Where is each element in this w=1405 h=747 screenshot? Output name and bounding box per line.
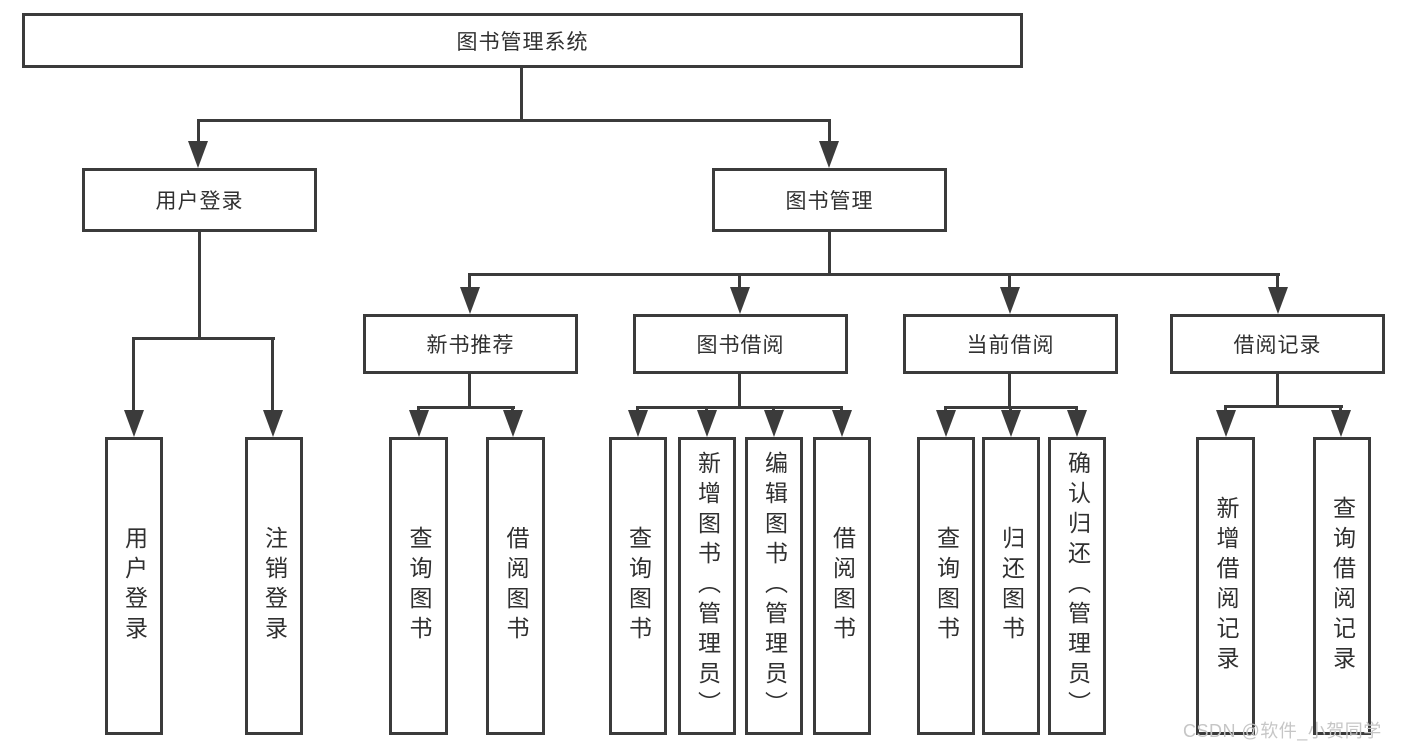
connector-line — [828, 232, 831, 276]
leaf-confirm-return-admin-label: 确认归还（管理员） — [1064, 451, 1091, 721]
watermark: CSDN @软件_小贺同学 — [1183, 721, 1382, 741]
node-current-borrow: 当前借阅 — [903, 314, 1118, 374]
node-book-management: 图书管理 — [712, 168, 947, 232]
leaf-query-books-recommend: 查询图书 — [389, 437, 448, 735]
leaf-return-book-label: 归还图书 — [998, 526, 1025, 646]
arrowhead-down-icon — [1216, 410, 1236, 437]
arrowhead-down-icon — [1331, 410, 1351, 437]
leaf-add-book-admin: 新增图书（管理员） — [678, 437, 736, 735]
arrowhead-down-icon — [188, 141, 208, 168]
leaf-user-login-label: 用户登录 — [121, 526, 148, 646]
leaf-edit-book-admin-label: 编辑图书（管理员） — [761, 451, 788, 721]
connector-line — [1008, 273, 1011, 292]
arrowhead-down-icon — [730, 287, 750, 314]
leaf-query-books-borrow-label: 查询图书 — [625, 526, 652, 646]
node-book-borrow-label: 图书借阅 — [696, 334, 785, 357]
arrowhead-down-icon — [832, 410, 852, 437]
arrowhead-down-icon — [1001, 410, 1021, 437]
connector-line — [132, 337, 275, 340]
connector-line — [271, 337, 274, 414]
leaf-query-books-current-label: 查询图书 — [933, 526, 960, 646]
arrowhead-down-icon — [697, 410, 717, 437]
arrowhead-down-icon — [409, 410, 429, 437]
connector-line — [738, 374, 741, 409]
leaf-user-login: 用户登录 — [105, 437, 163, 735]
arrowhead-down-icon — [460, 287, 480, 314]
connector-line — [1276, 374, 1279, 408]
arrowhead-down-icon — [628, 410, 648, 437]
connector-line — [1276, 273, 1279, 292]
leaf-query-borrow-record-label: 查询借阅记录 — [1329, 496, 1356, 676]
node-root-label: 图书管理系统 — [456, 30, 589, 54]
leaf-add-borrow-record-label: 新增借阅记录 — [1213, 496, 1239, 676]
connector-line — [417, 406, 515, 409]
connector-line — [1008, 374, 1011, 409]
connector-line — [468, 273, 471, 292]
leaf-add-borrow-record: 新增借阅记录 — [1196, 437, 1255, 735]
leaf-query-borrow-record: 查询借阅记录 — [1313, 437, 1371, 735]
connector-line — [197, 119, 831, 122]
arrowhead-down-icon — [764, 410, 784, 437]
connector-line — [1224, 405, 1343, 408]
connector-line — [468, 273, 1280, 276]
leaf-confirm-return-admin: 确认归还（管理员） — [1048, 437, 1106, 735]
leaf-logout: 注销登录 — [245, 437, 303, 735]
node-book-borrow: 图书借阅 — [633, 314, 848, 374]
node-root: 图书管理系统 — [22, 13, 1023, 68]
leaf-borrow-books-recommend: 借阅图书 — [486, 437, 545, 735]
arrowhead-down-icon — [819, 141, 839, 168]
connector-line — [197, 119, 200, 146]
node-current-borrow-label: 当前借阅 — [966, 334, 1055, 357]
leaf-return-book: 归还图书 — [982, 437, 1040, 735]
node-book-management-label: 图书管理 — [785, 190, 874, 213]
arrowhead-down-icon — [1000, 287, 1020, 314]
node-new-book-recommend-label: 新书推荐 — [426, 334, 515, 357]
leaf-query-books-recommend-label: 查询图书 — [406, 526, 432, 646]
leaf-query-books-borrow: 查询图书 — [609, 437, 667, 735]
connector-line — [828, 119, 831, 146]
arrowhead-down-icon — [263, 410, 283, 437]
leaf-borrow-books-recommend-label: 借阅图书 — [503, 526, 529, 646]
leaf-logout-label: 注销登录 — [261, 526, 288, 646]
leaf-query-books-current: 查询图书 — [917, 437, 975, 735]
node-user-login-label: 用户登录 — [155, 190, 244, 213]
arrowhead-down-icon — [124, 410, 144, 437]
node-borrow-records: 借阅记录 — [1170, 314, 1385, 374]
connector-line — [132, 337, 135, 414]
arrowhead-down-icon — [936, 410, 956, 437]
node-new-book-recommend: 新书推荐 — [363, 314, 578, 374]
arrowhead-down-icon — [503, 410, 523, 437]
arrowhead-down-icon — [1067, 410, 1087, 437]
connector-line — [468, 374, 471, 409]
connector-line — [520, 68, 523, 122]
node-borrow-records-label: 借阅记录 — [1233, 334, 1322, 357]
leaf-borrow-books: 借阅图书 — [813, 437, 871, 735]
leaf-edit-book-admin: 编辑图书（管理员） — [745, 437, 803, 735]
connector-line — [738, 273, 741, 292]
connector-line — [198, 232, 201, 340]
leaf-borrow-books-label: 借阅图书 — [829, 526, 856, 646]
connector-line — [636, 406, 843, 409]
leaf-add-book-admin-label: 新增图书（管理员） — [694, 451, 721, 721]
arrowhead-down-icon — [1268, 287, 1288, 314]
node-user-login: 用户登录 — [82, 168, 317, 232]
